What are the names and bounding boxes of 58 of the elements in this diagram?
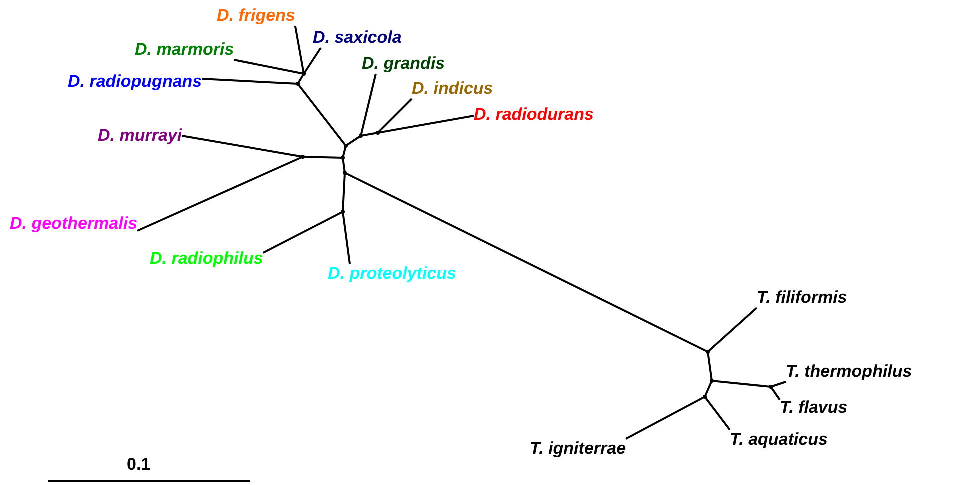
branch-point	[703, 395, 707, 399]
tree-branch	[302, 156, 344, 159]
species-label: T. aquaticus	[730, 430, 828, 450]
species-label: D. frigens	[217, 6, 296, 26]
species-label: D. radiophilus	[150, 249, 264, 269]
species-label: D. geothermalis	[10, 214, 138, 234]
tree-branch	[342, 146, 347, 158]
species-label: D. indicus	[412, 79, 494, 99]
tree-branch	[360, 132, 378, 137]
branch-point	[301, 155, 305, 159]
tree-branch	[303, 47, 322, 75]
tree-branch	[342, 158, 346, 174]
tree-branch	[770, 386, 781, 401]
tree-branch	[202, 78, 298, 85]
tree-branch	[345, 135, 362, 147]
tree-branch	[378, 115, 474, 134]
species-label: T. igniterrae	[530, 439, 626, 459]
branch-point	[359, 134, 363, 138]
tree-branch	[342, 172, 346, 212]
species-label: D. radiodurans	[474, 105, 594, 125]
species-label: D. radiopugnans	[68, 72, 202, 92]
tree-branch	[297, 73, 305, 85]
species-label: D. murrayi	[98, 126, 182, 146]
tree-branch	[360, 74, 377, 136]
tree-branch	[344, 172, 708, 353]
branch-point	[376, 131, 380, 135]
tree-branch	[707, 352, 713, 382]
tree-branch	[770, 381, 786, 388]
species-label: D. proteolyticus	[328, 264, 456, 284]
tree-branch	[234, 59, 304, 75]
species-label: D. marmoris	[135, 40, 234, 60]
tree-branch	[704, 396, 731, 431]
tree-branch	[704, 380, 713, 398]
branch-point	[706, 350, 710, 354]
species-label: T. flavus	[780, 398, 848, 418]
tree-branch	[342, 212, 351, 264]
species-label: D. saxicola	[313, 28, 402, 48]
species-label: T. filiformis	[757, 288, 848, 308]
species-label: D. grandis	[362, 54, 446, 74]
branch-point	[296, 82, 300, 86]
branch-point	[769, 385, 773, 389]
branch-point	[302, 72, 306, 76]
tree-branch	[182, 135, 304, 158]
branch-point	[341, 210, 345, 214]
species-label: T. thermophilus	[786, 362, 912, 382]
tree-branch	[377, 98, 413, 134]
branch-point	[710, 379, 714, 383]
tree-branch	[712, 380, 772, 388]
branch-point	[341, 156, 345, 160]
tree-branch	[297, 83, 347, 147]
tree-branch	[294, 26, 305, 74]
branch-point	[344, 144, 348, 148]
branch-point	[343, 171, 347, 175]
tree-branch	[262, 211, 344, 254]
tree-branch	[626, 396, 706, 440]
tree-branch	[137, 156, 304, 232]
tree-branch	[707, 307, 758, 353]
scale-label: 0.1	[127, 454, 151, 476]
